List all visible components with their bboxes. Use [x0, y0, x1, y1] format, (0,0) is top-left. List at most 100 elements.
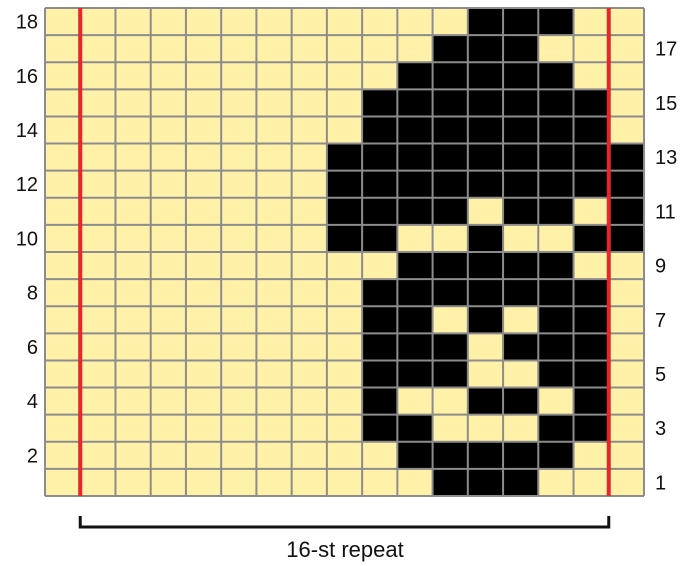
- background-stitch-cell: [221, 62, 256, 89]
- background-stitch-cell: [221, 225, 256, 252]
- background-stitch-cell: [80, 89, 115, 116]
- background-stitch-cell: [186, 8, 221, 35]
- background-stitch-cell: [221, 360, 256, 387]
- background-stitch-cell: [574, 442, 609, 469]
- background-stitch-cell: [503, 360, 538, 387]
- row-number-right: 7: [655, 310, 666, 332]
- background-stitch-cell: [45, 62, 80, 89]
- contrast-stitch-cell: [433, 469, 468, 496]
- background-stitch-cell: [151, 144, 186, 171]
- background-stitch-cell: [327, 388, 362, 415]
- contrast-stitch-cell: [503, 198, 538, 225]
- background-stitch-cell: [292, 442, 327, 469]
- background-stitch-cell: [186, 415, 221, 442]
- background-stitch-cell: [468, 360, 503, 387]
- contrast-stitch-cell: [397, 116, 432, 143]
- background-stitch-cell: [221, 35, 256, 62]
- contrast-stitch-cell: [433, 333, 468, 360]
- contrast-stitch-cell: [362, 171, 397, 198]
- background-stitch-cell: [327, 89, 362, 116]
- contrast-stitch-cell: [397, 306, 432, 333]
- background-stitch-cell: [186, 469, 221, 496]
- background-stitch-cell: [574, 469, 609, 496]
- background-stitch-cell: [80, 144, 115, 171]
- background-stitch-cell: [609, 62, 644, 89]
- background-stitch-cell: [80, 62, 115, 89]
- background-stitch-cell: [433, 306, 468, 333]
- background-stitch-cell: [186, 198, 221, 225]
- background-stitch-cell: [115, 388, 150, 415]
- contrast-stitch-cell: [433, 62, 468, 89]
- background-stitch-cell: [292, 252, 327, 279]
- background-stitch-cell: [80, 225, 115, 252]
- contrast-stitch-cell: [538, 442, 573, 469]
- background-stitch-cell: [327, 252, 362, 279]
- contrast-stitch-cell: [433, 279, 468, 306]
- contrast-stitch-cell: [468, 279, 503, 306]
- contrast-stitch-cell: [538, 252, 573, 279]
- background-stitch-cell: [221, 198, 256, 225]
- contrast-stitch-cell: [503, 279, 538, 306]
- background-stitch-cell: [80, 8, 115, 35]
- contrast-stitch-cell: [433, 198, 468, 225]
- contrast-stitch-cell: [433, 252, 468, 279]
- contrast-stitch-cell: [538, 8, 573, 35]
- contrast-stitch-cell: [468, 252, 503, 279]
- background-stitch-cell: [115, 62, 150, 89]
- background-stitch-cell: [221, 8, 256, 35]
- background-stitch-cell: [292, 333, 327, 360]
- background-stitch-cell: [186, 144, 221, 171]
- background-stitch-cell: [433, 415, 468, 442]
- background-stitch-cell: [327, 469, 362, 496]
- background-stitch-cell: [538, 225, 573, 252]
- background-stitch-cell: [256, 116, 291, 143]
- background-stitch-cell: [115, 333, 150, 360]
- background-stitch-cell: [45, 469, 80, 496]
- background-stitch-cell: [115, 116, 150, 143]
- repeat-bracket: [80, 516, 609, 527]
- contrast-stitch-cell: [468, 171, 503, 198]
- background-stitch-cell: [292, 144, 327, 171]
- right-row-numbers: 1357911131517: [655, 39, 677, 495]
- background-stitch-cell: [221, 279, 256, 306]
- background-stitch-cell: [115, 89, 150, 116]
- background-stitch-cell: [186, 333, 221, 360]
- background-stitch-cell: [292, 306, 327, 333]
- background-stitch-cell: [115, 415, 150, 442]
- background-stitch-cell: [397, 8, 432, 35]
- background-stitch-cell: [45, 333, 80, 360]
- contrast-stitch-cell: [503, 469, 538, 496]
- background-stitch-cell: [327, 279, 362, 306]
- background-stitch-cell: [151, 62, 186, 89]
- contrast-stitch-cell: [503, 8, 538, 35]
- background-stitch-cell: [45, 89, 80, 116]
- background-stitch-cell: [609, 415, 644, 442]
- contrast-stitch-cell: [362, 415, 397, 442]
- contrast-stitch-cell: [433, 116, 468, 143]
- background-stitch-cell: [609, 333, 644, 360]
- contrast-stitch-cell: [574, 144, 609, 171]
- contrast-stitch-cell: [397, 279, 432, 306]
- background-stitch-cell: [115, 360, 150, 387]
- background-stitch-cell: [256, 279, 291, 306]
- contrast-stitch-cell: [468, 116, 503, 143]
- background-stitch-cell: [45, 279, 80, 306]
- background-stitch-cell: [256, 89, 291, 116]
- contrast-stitch-cell: [468, 144, 503, 171]
- contrast-stitch-cell: [468, 225, 503, 252]
- background-stitch-cell: [221, 171, 256, 198]
- row-number-left: 8: [27, 283, 38, 305]
- contrast-stitch-cell: [468, 89, 503, 116]
- background-stitch-cell: [151, 35, 186, 62]
- background-stitch-cell: [186, 89, 221, 116]
- background-stitch-cell: [221, 388, 256, 415]
- contrast-stitch-cell: [362, 279, 397, 306]
- contrast-stitch-cell: [574, 360, 609, 387]
- background-stitch-cell: [151, 306, 186, 333]
- background-stitch-cell: [362, 35, 397, 62]
- background-stitch-cell: [433, 225, 468, 252]
- contrast-stitch-cell: [397, 415, 432, 442]
- background-stitch-cell: [327, 35, 362, 62]
- background-stitch-cell: [80, 306, 115, 333]
- background-stitch-cell: [256, 388, 291, 415]
